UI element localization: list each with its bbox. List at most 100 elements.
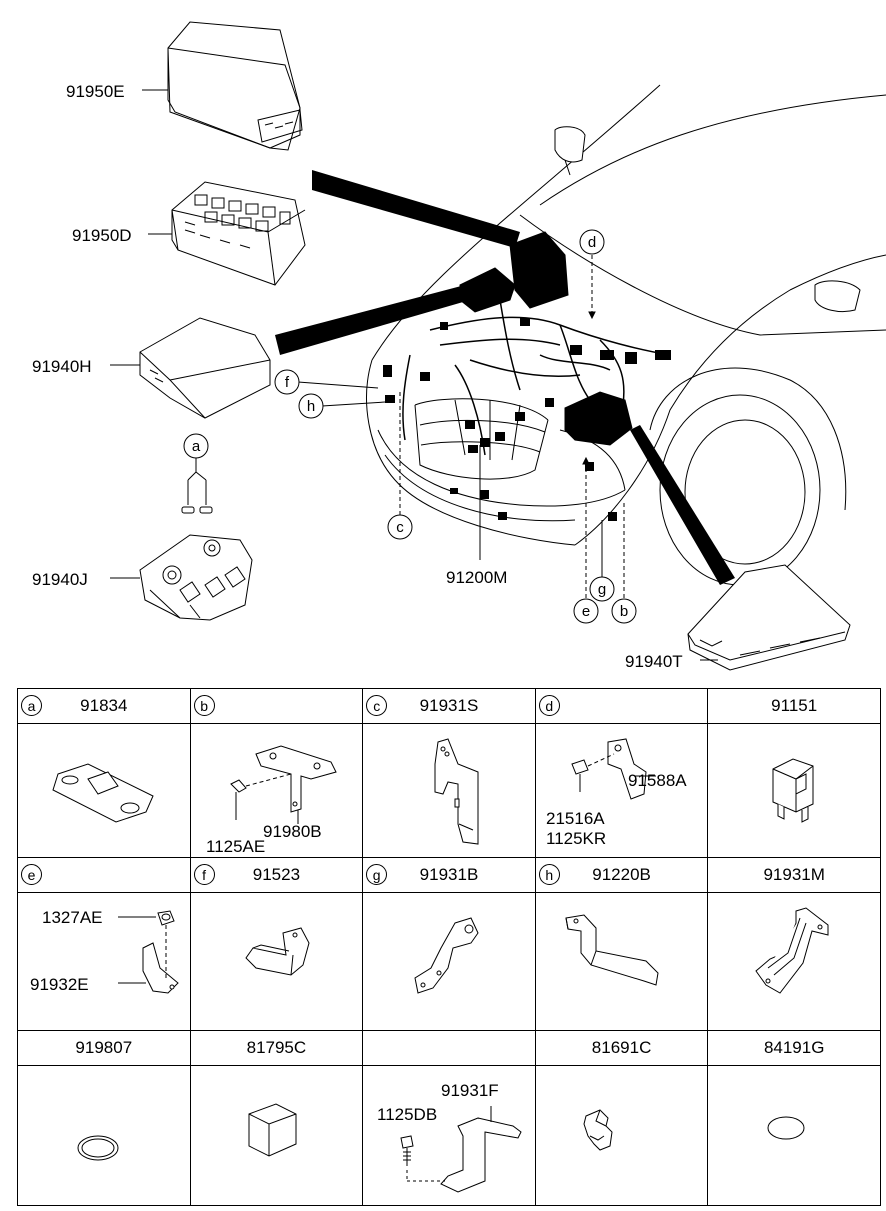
callout-d: d: [588, 234, 596, 251]
fuse-box-cover-91940T: [687, 564, 851, 671]
part-image-b: 91980B 1125AE: [189, 723, 364, 858]
part-image-81795C: [189, 1065, 364, 1206]
part-number: 91931S: [419, 696, 479, 715]
bracket-91931B-drawing: [414, 917, 479, 994]
part-cell-919807-header: 919807: [17, 1030, 191, 1066]
part-image-81691C: [534, 1065, 709, 1206]
callout-h: h: [307, 398, 315, 415]
fuse-box-cover-91950E: [167, 21, 303, 151]
callout-f: f: [285, 374, 290, 391]
part-number: 91220B: [592, 865, 651, 884]
callout-letter-h: h: [538, 864, 560, 885]
fuse-box-cover-91940H: [139, 317, 271, 419]
label-1327AE: 1327AE: [42, 908, 103, 927]
part-image-91151: [707, 723, 881, 858]
part-cell-c-header: c 91931S: [362, 688, 536, 724]
part-image-91931S: [362, 723, 536, 858]
part-cell-e-header: e: [17, 857, 191, 893]
callout-b: b: [620, 603, 628, 620]
bracket-b-drawing: 91980B 1125AE: [206, 745, 337, 856]
part-image-e: 1327AE 91932E: [17, 892, 191, 1031]
label-1125AE: 1125AE: [206, 837, 265, 856]
bracket-91931S-drawing: [434, 738, 479, 845]
fuse-link-drawing: [52, 763, 154, 823]
relay-block-91950D: [171, 181, 306, 286]
part-image-d: 91588A 21516A 1125KR: [534, 723, 709, 858]
bracket-91931M-drawing: [755, 907, 829, 994]
mini-fuse-drawing: [772, 758, 814, 823]
grommet-ring-drawing: [77, 1135, 119, 1161]
part-number: 919807: [75, 1038, 133, 1057]
plug-84191G-drawing: [767, 1116, 805, 1140]
label-1125DB: 1125DB: [377, 1105, 437, 1124]
part-cell-a-header: a 91834: [17, 688, 191, 724]
vehicle-outline: [366, 84, 886, 586]
label-91932E: 91932E: [30, 975, 89, 994]
part-cell-b-header: b: [189, 688, 364, 724]
part-cell-84191G-header: 84191G: [707, 1030, 881, 1066]
callout-g: g: [598, 581, 606, 598]
part-image-91931B: [362, 892, 536, 1031]
callout-letter-a: a: [21, 695, 42, 716]
part-cell-91151-header: 91151: [707, 688, 881, 724]
part-image-84191G: [707, 1065, 881, 1206]
bracket-91220B-drawing: [565, 914, 659, 986]
parts-table: a 91834 b c 91931S d 91151: [17, 688, 881, 1206]
callout-letter-b: b: [193, 695, 215, 716]
engine-junction-blocks: [459, 231, 633, 446]
label-1125KR: 1125KR: [546, 829, 606, 848]
part-number: 91151: [771, 696, 818, 715]
label-91950D: 91950D: [72, 226, 132, 245]
callout-letter-e: e: [21, 864, 42, 885]
connectors: [383, 318, 671, 521]
bracket-91931F-drawing: 91931F 1125DB: [377, 1081, 522, 1193]
label-91200M: 91200M: [446, 568, 507, 587]
part-number: 91523: [252, 865, 301, 884]
label-91940J: 91940J: [32, 570, 88, 589]
relay-cube-drawing: [248, 1103, 297, 1157]
part-number: 81795C: [246, 1038, 307, 1057]
callout-e: e: [582, 603, 590, 620]
label-91940H: 91940H: [32, 357, 92, 376]
bracket-91523-drawing: [244, 927, 310, 976]
part-image-919807: [17, 1065, 191, 1206]
callout-a: a: [192, 438, 201, 455]
callout-letter-d: d: [538, 695, 560, 716]
label-91588A: 91588A: [628, 771, 687, 790]
leader-bands: [275, 170, 735, 585]
callout-letter-g: g: [366, 864, 388, 885]
label-91940T: 91940T: [625, 652, 683, 671]
part-cell-h-header: h 91220B: [534, 857, 709, 893]
part-number: 91931B: [419, 865, 479, 884]
part-image-91834: [17, 723, 191, 858]
part-number: 84191G: [763, 1038, 825, 1057]
clip-81691C-drawing: [583, 1109, 613, 1151]
part-cell-91931M-header: 91931M: [707, 857, 881, 893]
part-image-91931F: 91931F 1125DB: [362, 1065, 536, 1206]
part-image-91523: [189, 892, 364, 1031]
fuse-pair-a: [181, 458, 213, 514]
part-image-91931M: [707, 892, 881, 1031]
callout-letter-c: c: [366, 695, 388, 716]
label-91931F: 91931F: [441, 1081, 499, 1100]
part-image-91220B: [534, 892, 709, 1031]
part-cell-d-header: d: [534, 688, 709, 724]
callout-letter-f: f: [193, 864, 215, 885]
part-cell-81691C-header: 81691C: [534, 1030, 709, 1066]
engine-room-wiring-diagram: 91950E 91950D 91940H 91940J 91200M 91940…: [32, 21, 886, 671]
part-cell-81795C-header: 81795C: [189, 1030, 364, 1066]
bracket-d-drawing: 91588A 21516A 1125KR: [546, 738, 687, 848]
part-number: 91834: [80, 696, 128, 715]
part-number: 91931M: [763, 865, 825, 884]
bracket-e-drawing: 1327AE 91932E: [30, 908, 179, 994]
part-number: 81691C: [591, 1038, 652, 1057]
label-21516A: 21516A: [546, 809, 605, 828]
part-cell-f-header: f 91523: [189, 857, 364, 893]
part-cell-g-header: g 91931B: [362, 857, 536, 893]
wiring-harness: [402, 299, 671, 456]
part-cell-91931F-header: [362, 1030, 536, 1066]
fuse-block-base-91940J: [139, 534, 253, 621]
callout-c: c: [396, 519, 404, 536]
label-91980B: 91980B: [263, 822, 322, 841]
label-91950E: 91950E: [66, 82, 125, 101]
